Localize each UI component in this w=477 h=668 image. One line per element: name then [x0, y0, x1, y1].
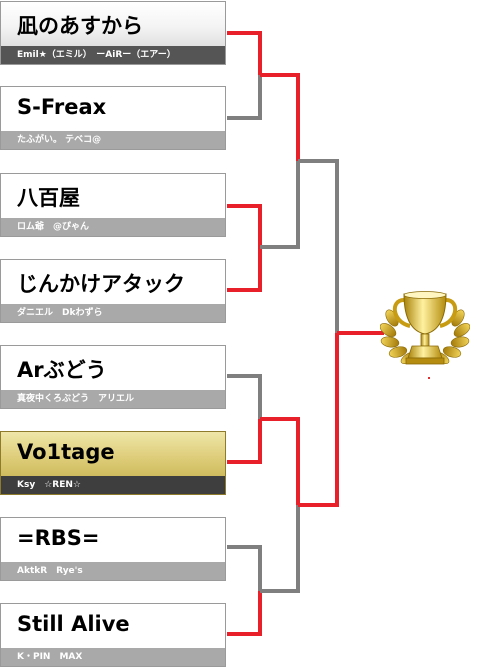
bracket-line	[260, 505, 300, 593]
team-card-2: S-Freax たふがい。 テベコ@	[0, 86, 226, 150]
team-card-4: じんかけアタック ダニエル Dkわずら	[0, 259, 226, 323]
team-card-7: =RBS= AktkR Rye's	[0, 517, 226, 581]
trophy-icon	[380, 291, 470, 365]
bracket-line	[260, 73, 300, 161]
team-card-3: 八百屋 ロム爺 @ぴゃん	[0, 173, 226, 237]
bracket-line	[260, 161, 300, 249]
team-members: K・PIN MAX	[1, 648, 225, 666]
team-members: ロム爺 @ぴゃん	[1, 218, 225, 236]
team-members: Ksy ☆REN☆	[1, 476, 225, 494]
team-card-5: Arぶどう 真夜中くろぶどう アリエル	[0, 345, 226, 409]
team-members: 真夜中くろぶどう アリエル	[1, 390, 225, 408]
bracket-line	[260, 417, 300, 505]
trophy-caption-mark	[428, 377, 430, 379]
team-members: ダニエル Dkわずら	[1, 304, 225, 322]
team-name: S-Freax	[17, 95, 107, 119]
team-card-6-champion: Vo1tage Ksy ☆REN☆	[0, 431, 226, 495]
team-members: Emil★（エミル） ーAiRー（エアー）	[1, 46, 225, 64]
bracket-line	[227, 247, 262, 292]
bracket-line	[227, 204, 262, 247]
bracket-line	[227, 31, 262, 75]
bracket-line	[298, 159, 339, 333]
team-name: =RBS=	[17, 526, 100, 550]
bracket-line	[227, 591, 262, 636]
bracket-line	[227, 374, 262, 419]
bracket-line	[227, 75, 262, 120]
bracket-line	[227, 419, 262, 464]
team-members: たふがい。 テベコ@	[1, 131, 225, 149]
team-name: じんかけアタック	[17, 272, 185, 296]
team-name: 凪のあすから	[17, 14, 143, 38]
team-card-1: 凪のあすから Emil★（エミル） ーAiRー（エアー）	[0, 1, 226, 65]
team-name: Arぶどう	[17, 358, 107, 382]
team-card-8: Still Alive K・PIN MAX	[0, 603, 226, 667]
bracket-line	[298, 333, 339, 507]
team-name: Still Alive	[17, 612, 130, 636]
team-name: 八百屋	[17, 186, 80, 210]
team-members: AktkR Rye's	[1, 562, 225, 580]
bracket-line	[227, 545, 262, 591]
team-name: Vo1tage	[17, 440, 115, 464]
